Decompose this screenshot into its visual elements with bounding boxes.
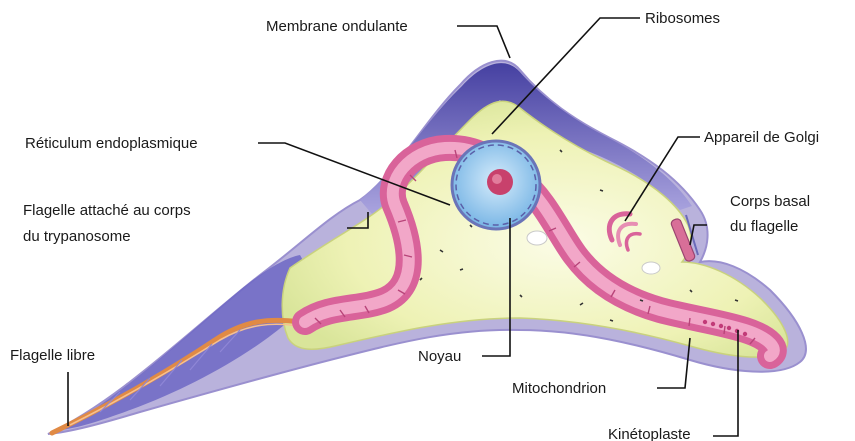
label-flagelle-attache-line1: Flagelle attaché au corps <box>23 202 191 219</box>
label-membrane-ondulante: Membrane ondulante <box>266 18 408 35</box>
label-corps-basal-line1: Corps basal <box>730 193 810 210</box>
label-kinetoplaste: Kinétoplaste <box>608 426 691 441</box>
label-flagelle-attache-line2: du trypanosome <box>23 228 131 245</box>
vacuole <box>527 231 547 245</box>
label-mitochondrion: Mitochondrion <box>512 380 606 397</box>
label-noyau: Noyau <box>418 348 461 365</box>
nucleus <box>452 141 540 229</box>
label-reticulum-endoplasmique: Réticulum endoplasmique <box>25 135 198 152</box>
label-ribosomes: Ribosomes <box>645 10 720 27</box>
vacuole <box>642 262 660 274</box>
label-appareil-de-golgi: Appareil de Golgi <box>704 129 819 146</box>
label-corps-basal-line2: du flagelle <box>730 218 798 235</box>
label-flagelle-libre: Flagelle libre <box>10 347 95 364</box>
